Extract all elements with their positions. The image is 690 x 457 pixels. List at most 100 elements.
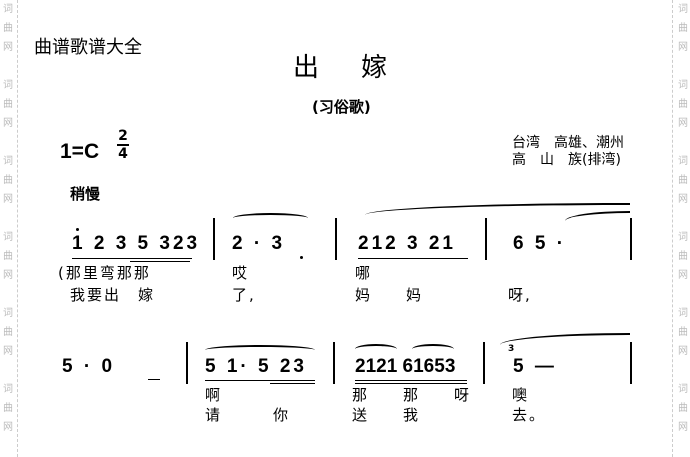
lyric-4b: 送 我 xyxy=(352,406,421,424)
watermark-char: 词 xyxy=(678,384,688,395)
measure-8: 5 — xyxy=(513,356,557,377)
time-signature: 2 4 xyxy=(117,128,129,162)
barline xyxy=(483,342,485,384)
watermark-char: 网 xyxy=(3,270,13,281)
slur xyxy=(365,203,630,215)
underline xyxy=(358,258,468,259)
song-title: 出 嫁 xyxy=(293,53,396,83)
watermark-gap xyxy=(676,285,690,304)
underline xyxy=(355,383,467,384)
watermark-char: 网 xyxy=(678,270,688,281)
lyric-4a: 请 你 xyxy=(205,406,291,424)
barline xyxy=(333,342,335,384)
watermark-gap xyxy=(1,437,15,456)
site-title: 曲谱歌谱大全 xyxy=(34,37,142,58)
watermark-char: 网 xyxy=(678,422,688,433)
lyric-2b: 了, xyxy=(232,286,256,304)
watermark-char: 曲 xyxy=(3,403,13,414)
watermark-right: 词曲网 词曲网 词曲网 词曲网 词曲网 词曲网 xyxy=(676,0,690,456)
underline xyxy=(205,380,315,381)
right-divider xyxy=(672,0,673,457)
watermark-gap xyxy=(676,209,690,228)
measure-2: 2 · 3 xyxy=(232,233,286,254)
watermark-char: 曲 xyxy=(3,327,13,338)
watermark-char: 网 xyxy=(3,346,13,357)
watermark-char: 词 xyxy=(3,80,13,91)
underline xyxy=(130,261,190,262)
measure-7: 2121 61653 xyxy=(355,356,456,377)
underline xyxy=(72,258,192,259)
watermark-gap xyxy=(1,361,15,380)
lyric-1c: 哪 xyxy=(355,264,373,282)
watermark-char: 网 xyxy=(678,42,688,53)
watermark-char: 网 xyxy=(678,118,688,129)
watermark-char: 网 xyxy=(678,346,688,357)
lyric-1b: 哎 xyxy=(232,264,250,282)
watermark-char: 曲 xyxy=(3,251,13,262)
lyric-2d: 呀, xyxy=(508,286,532,304)
watermark-char: 网 xyxy=(678,194,688,205)
underline xyxy=(148,379,160,380)
watermark-char: 曲 xyxy=(678,327,688,338)
watermark-char: 曲 xyxy=(678,23,688,34)
watermark-gap xyxy=(676,57,690,76)
measure-3: 212 3 21 xyxy=(358,233,456,254)
barline xyxy=(630,218,632,260)
slur xyxy=(355,344,397,354)
grace-note: 3 xyxy=(508,344,515,354)
watermark-char: 网 xyxy=(3,422,13,433)
watermark-gap xyxy=(1,133,15,152)
left-divider xyxy=(17,0,18,457)
measure-1: 1 2 3 5 323 xyxy=(72,233,201,254)
watermark-char: 网 xyxy=(3,194,13,205)
time-bottom: 4 xyxy=(117,144,129,162)
time-top: 2 xyxy=(118,128,128,144)
watermark-char: 词 xyxy=(3,232,13,243)
slur xyxy=(233,213,308,223)
watermark-left: 词曲网 词曲网 词曲网 词曲网 词曲网 词曲网 xyxy=(1,0,15,456)
lyric-3a: 啊 xyxy=(205,386,223,404)
lyric-2a: 我要出 嫁 xyxy=(70,286,156,304)
watermark-char: 曲 xyxy=(678,175,688,186)
barline xyxy=(485,218,487,260)
high-dot xyxy=(76,228,79,231)
underline xyxy=(270,383,315,384)
measure-6: 5 1· 5 23 xyxy=(205,356,307,377)
underline xyxy=(355,380,467,381)
barline xyxy=(213,218,215,260)
watermark-char: 词 xyxy=(678,80,688,91)
watermark-char: 词 xyxy=(3,384,13,395)
lyric-1a: (那里弯那那 xyxy=(58,264,151,282)
watermark-gap xyxy=(676,437,690,456)
watermark-char: 词 xyxy=(3,4,13,15)
slur xyxy=(205,345,315,355)
watermark-char: 词 xyxy=(678,308,688,319)
watermark-gap xyxy=(676,133,690,152)
measure-5: 5 · 0 xyxy=(62,356,116,377)
origin-line2: 高 山 族(排湾) xyxy=(512,152,621,168)
watermark-gap xyxy=(1,57,15,76)
watermark-char: 网 xyxy=(3,42,13,53)
lyric-2c: 妈 妈 xyxy=(355,286,424,304)
origin-line1: 台湾 高雄、潮州 xyxy=(512,135,624,151)
barline xyxy=(186,342,188,384)
slur xyxy=(565,211,630,221)
slur xyxy=(412,344,454,354)
watermark-char: 词 xyxy=(678,232,688,243)
slur xyxy=(500,333,630,345)
barline xyxy=(630,342,632,384)
watermark-gap xyxy=(1,285,15,304)
watermark-char: 网 xyxy=(3,118,13,129)
watermark-char: 词 xyxy=(3,156,13,167)
barline xyxy=(335,218,337,260)
watermark-char: 曲 xyxy=(3,23,13,34)
key-signature: 1=C xyxy=(60,140,100,163)
song-subtitle: (习俗歌) xyxy=(312,98,371,116)
watermark-char: 曲 xyxy=(678,403,688,414)
watermark-char: 词 xyxy=(678,156,688,167)
watermark-char: 曲 xyxy=(3,175,13,186)
measure-4: 6 5 · xyxy=(513,233,567,254)
lyric-3c: 噢 xyxy=(512,386,530,404)
watermark-char: 曲 xyxy=(3,99,13,110)
